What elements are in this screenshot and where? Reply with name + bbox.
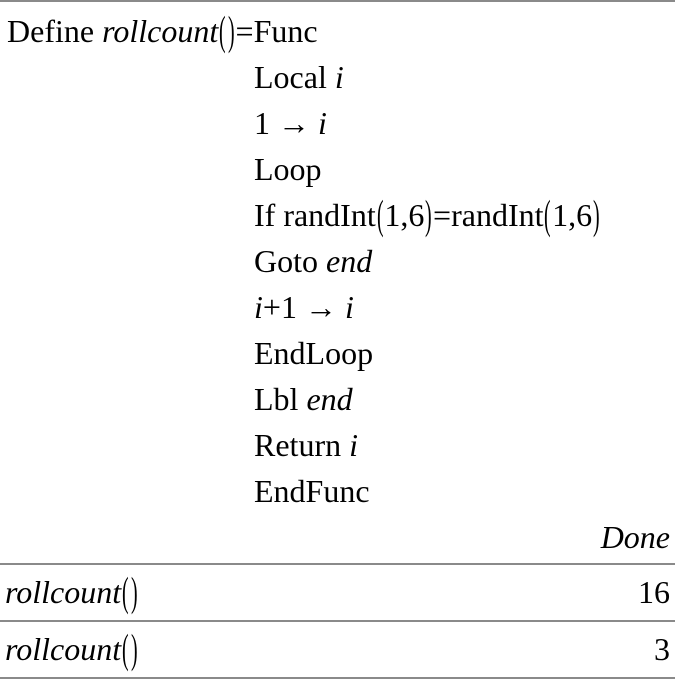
page-top-border <box>0 0 675 2</box>
history-expression[interactable]: rollcount() <box>5 568 138 615</box>
keyword-text: Local <box>254 59 335 95</box>
keyword-text: Lbl <box>254 381 307 417</box>
keyword-text: Define <box>7 13 103 49</box>
keyword-text: 1,6 <box>384 197 425 233</box>
variable-text: i <box>318 105 327 141</box>
open-paren: ( <box>122 624 129 672</box>
entry-divider <box>0 563 675 565</box>
keyword-text: Return <box>254 427 350 463</box>
variable-text: rollcount <box>5 631 122 667</box>
program-body-line[interactable]: If randInt(1,6)=randInt(1,6) <box>0 192 675 238</box>
close-paren: ) <box>227 6 235 54</box>
keyword-text: = <box>235 13 254 49</box>
keyword-text: =randInt <box>433 197 544 233</box>
keyword-text: Loop <box>254 151 322 187</box>
close-paren: ) <box>425 190 433 238</box>
variable-text: i <box>254 289 263 325</box>
close-paren: ) <box>130 567 138 615</box>
variable-text: end <box>306 381 353 417</box>
keyword-text: Goto <box>254 243 326 279</box>
close-paren: ) <box>130 624 138 672</box>
history-row[interactable]: rollcount() 16 <box>0 565 675 620</box>
done-result-line[interactable]: Done <box>0 514 675 560</box>
close-paren: ) <box>593 190 600 238</box>
keyword-text: +1 → <box>262 289 345 325</box>
variable-text: i <box>334 59 344 95</box>
history-divider <box>0 620 675 622</box>
open-paren: ( <box>219 6 226 54</box>
done-label: Done <box>600 519 670 555</box>
history-result[interactable]: 3 <box>654 631 670 667</box>
history-row[interactable]: rollcount() 3 <box>0 622 675 677</box>
program-body-line[interactable]: EndLoop <box>0 330 675 376</box>
define-expression: Define rollcount()= <box>7 10 254 52</box>
history-result[interactable]: 16 <box>638 574 670 610</box>
keyword-text: EndLoop <box>254 335 374 371</box>
variable-text: rollcount <box>5 574 122 610</box>
program-body-line[interactable]: 1 → i <box>0 100 675 146</box>
program-body-line[interactable]: Local i <box>0 54 675 100</box>
history-divider <box>0 677 675 679</box>
program-body-line[interactable]: Return i <box>0 422 675 468</box>
func-keyword: Func <box>253 13 318 49</box>
history-list: rollcount() 16 rollcount() 3 <box>0 565 675 679</box>
program-body-line[interactable]: EndFunc <box>0 468 675 514</box>
history-expression[interactable]: rollcount() <box>5 625 138 672</box>
keyword-text: 1,6 <box>552 197 593 233</box>
variable-text: i <box>349 427 358 463</box>
program-body-line[interactable]: Loop <box>0 146 675 192</box>
variable-text: end <box>326 243 373 279</box>
open-paren: ( <box>376 190 384 238</box>
define-line[interactable]: Define rollcount()=Func <box>0 8 675 54</box>
program-body-line[interactable]: i+1 → i <box>0 284 675 330</box>
program-body-line[interactable]: Goto end <box>0 238 675 284</box>
keyword-text: EndFunc <box>254 473 370 509</box>
open-paren: ( <box>544 190 552 238</box>
open-paren: ( <box>122 567 129 615</box>
variable-text: i <box>344 289 354 325</box>
variable-text: rollcount <box>102 13 219 49</box>
keyword-text: If randInt <box>254 197 376 233</box>
program-body-line[interactable]: Lbl end <box>0 376 675 422</box>
keyword-text: 1 → <box>254 105 318 141</box>
